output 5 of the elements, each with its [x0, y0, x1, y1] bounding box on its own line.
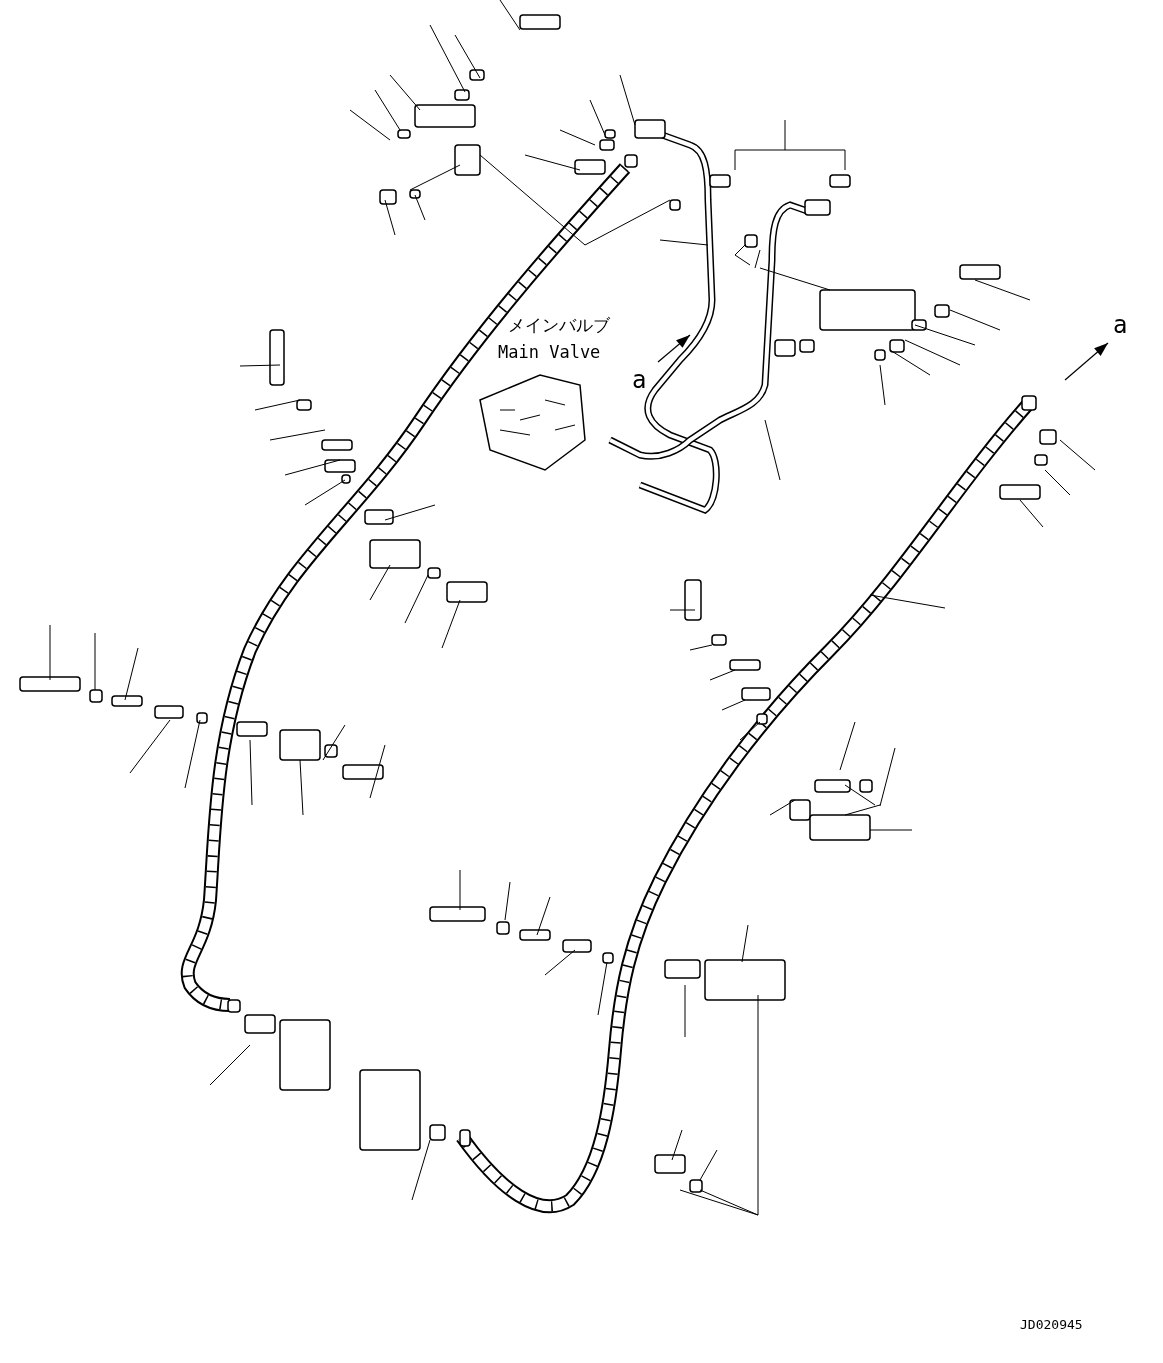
connection-mark: a: [632, 368, 647, 392]
connection-mark: a: [1113, 313, 1128, 337]
part-label: メインバルブ: [508, 317, 610, 334]
part-label: Main Valve: [498, 344, 601, 361]
drawing-number: JD020945: [1020, 1318, 1083, 1331]
